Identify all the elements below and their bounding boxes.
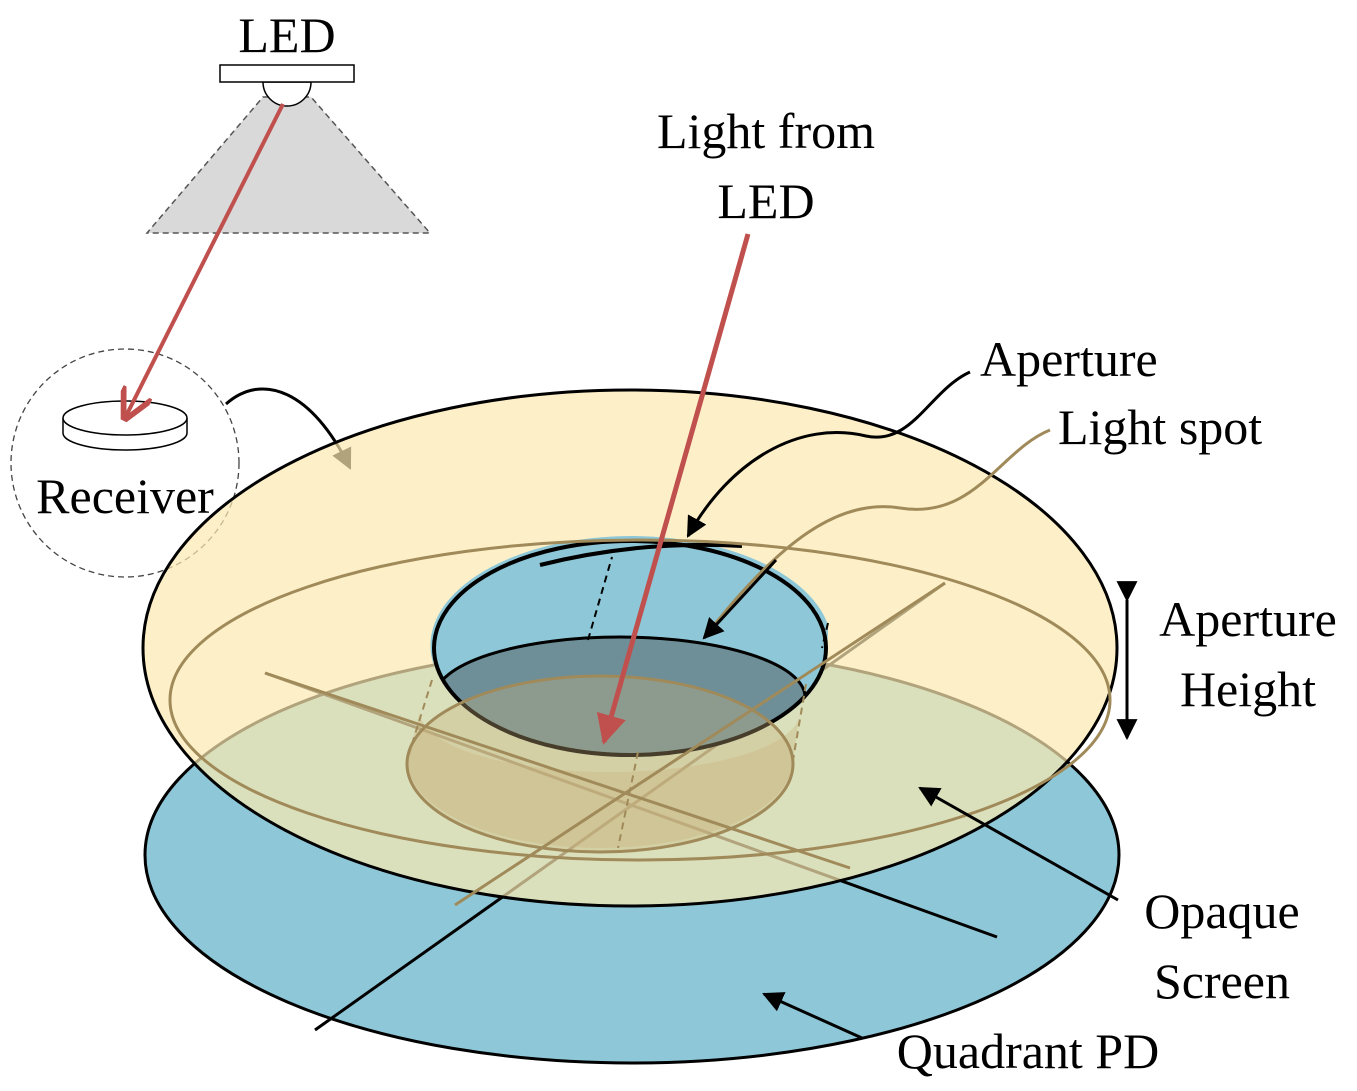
screen-projected-pd-edge (168, 538, 1112, 862)
light-spot-guide-left (406, 679, 433, 761)
aperture-height-label-line1: Aperture (1159, 591, 1337, 647)
opaque-screen-label-line2: Screen (1154, 953, 1290, 1009)
screen-quadrant-line-1 (264, 671, 851, 870)
light-spot-leader-arrow (702, 558, 778, 640)
aperture-hidden-edge-left (587, 556, 613, 641)
led-board (219, 64, 355, 83)
led-light-cone (145, 96, 432, 234)
led-source: LED (145, 7, 432, 234)
light-spot-outline (405, 674, 795, 854)
light-spot-label: Light spot (1058, 399, 1262, 455)
opaque-screen-label-line1: Opaque (1144, 883, 1300, 939)
receiver-zoom-circle (10, 348, 240, 578)
quadrant-pd-label: Quadrant PD (897, 1023, 1159, 1079)
led-lens (262, 81, 312, 107)
screen-quadrant-line-2 (454, 581, 946, 907)
quadrant-pd-leader (762, 992, 863, 1040)
aperture-label: Aperture (980, 331, 1158, 387)
light-from-led-ray (596, 233, 751, 745)
aperture-leader (686, 370, 971, 538)
receiver: Receiver (10, 348, 240, 578)
aperture-height-label-line2: Height (1180, 661, 1316, 717)
led-to-receiver-ray (125, 103, 285, 418)
aperture-hidden-edge-right (821, 622, 829, 649)
light-from-led-label-line2: LED (717, 173, 814, 229)
receiver-label: Receiver (36, 468, 214, 524)
light-from-led-label-line1: Light from (657, 103, 875, 159)
light-spot-guide-front (617, 751, 639, 849)
aperture-top-edge (539, 542, 743, 567)
opaque-screen-leader (918, 786, 1119, 902)
light-spot (168, 538, 1112, 907)
light-spot-fill (407, 712, 800, 848)
light-spot-guide-right (792, 683, 807, 761)
led-label: LED (238, 7, 335, 63)
light-spot-leader (702, 428, 1051, 639)
